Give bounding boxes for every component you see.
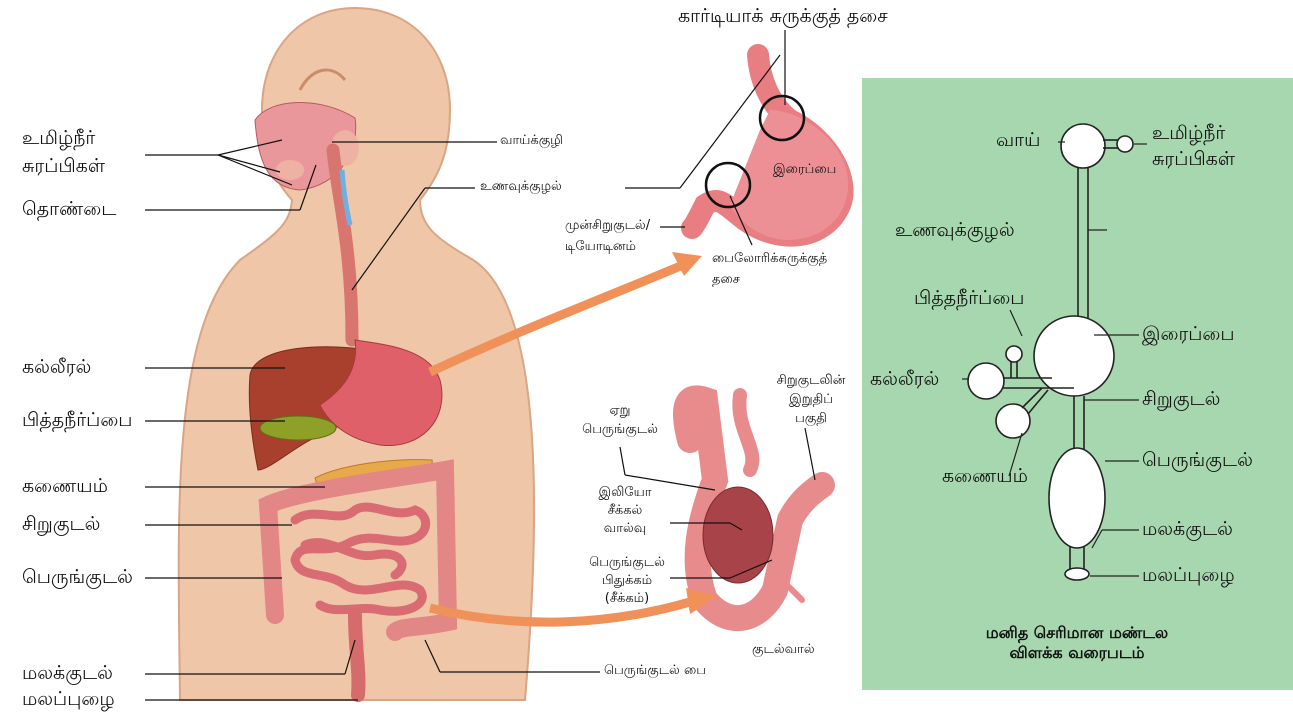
label-gall-bladder: பித்தநீர்ப்பை — [22, 410, 132, 432]
schematic-gall-bladder — [1006, 346, 1022, 362]
label-ileum-end: சிறுகுடலின் இறுதிப் பகுதி — [766, 374, 856, 427]
schematic-label-anus: மலப்புழை — [1142, 565, 1235, 587]
rectum-illustration — [355, 615, 358, 695]
schematic-pancreas — [996, 404, 1030, 438]
schematic-caption: மனித செரிமான மண்டல விளக்க வரைபடம் — [922, 624, 1232, 663]
label-salivary-glands: உமிழ்நீர் சுரப்பிகள் — [22, 128, 105, 178]
schematic-mouth — [1061, 124, 1105, 168]
label-liver: கல்லீரல் — [22, 357, 91, 379]
schematic-label-mouth: வாய் — [996, 130, 1040, 152]
schematic-stomach — [1034, 316, 1114, 396]
label-large-intestine: பெருங்குடல் — [22, 567, 133, 589]
schematic-label-oesophagus: உணவுக்குழல் — [895, 220, 1015, 242]
schematic-anus — [1065, 568, 1089, 580]
schematic-label-large-intestine: பெருங்குடல் — [1142, 450, 1253, 472]
label-colon-sac: பெருங்குடல் பை — [604, 664, 706, 679]
label-oesophagus: உணவுக்குழல் — [480, 180, 562, 195]
label-anus: மலப்புழை — [22, 689, 115, 711]
label-pyloric-sphincter: பைலோரிக்சுருக்குத் தசை — [712, 252, 827, 288]
schematic-label-small-intestine: சிறுகுடல் — [1142, 389, 1220, 411]
label-pancreas: கணையம் — [22, 476, 108, 498]
label-caecum: பெருங்குடல் பிதுக்கம் (சீக்கம்) — [584, 556, 670, 607]
schematic-salivary-gland — [1117, 136, 1133, 152]
intestine-detail-illustration — [686, 395, 822, 618]
label-small-intestine: சிறுகுடல் — [22, 514, 100, 536]
stomach-detail-illustration — [692, 55, 848, 240]
label-ascending-colon: ஏறு பெருங்குடல் — [572, 404, 668, 438]
schematic-label-salivary-glands: உமிழ்நீர் சுரப்பிகள் — [1152, 123, 1235, 171]
schematic-label-gall-bladder: பித்தநீர்ப்பை — [914, 288, 1024, 310]
label-ileocaecal-valve: இலியோ சீக்கல் வால்வு — [590, 486, 660, 537]
schematic-label-stomach: இரைப்பை — [1142, 324, 1235, 346]
schematic-label-pancreas: கணையம் — [942, 466, 1028, 488]
label-rectum: மலக்குடல் — [22, 663, 113, 685]
schematic-large-intestine — [1049, 448, 1105, 548]
label-stomach-detail: இரைப்பை — [773, 163, 836, 178]
schematic-label-liver: கல்லீரல் — [870, 369, 939, 391]
label-appendix: குடல்வால் — [752, 643, 815, 658]
label-duodenum: முன்சிறுகுடல்/ டியோடினம் — [565, 219, 650, 255]
gall-bladder-illustration — [260, 416, 336, 440]
label-pharynx: தொண்டை — [22, 199, 116, 221]
schematic-panel: வாய் உமிழ்நீர் சுரப்பிகள் உணவுக்குழல் பி… — [862, 78, 1293, 690]
label-cardiac-sphincter: கார்டியாக் சுருக்குத் தசை — [678, 6, 888, 28]
schematic-label-rectum: மலக்குடல் — [1142, 519, 1233, 541]
schematic-liver — [968, 363, 1004, 399]
label-oral-cavity: வாய்க்குழி — [500, 134, 563, 149]
